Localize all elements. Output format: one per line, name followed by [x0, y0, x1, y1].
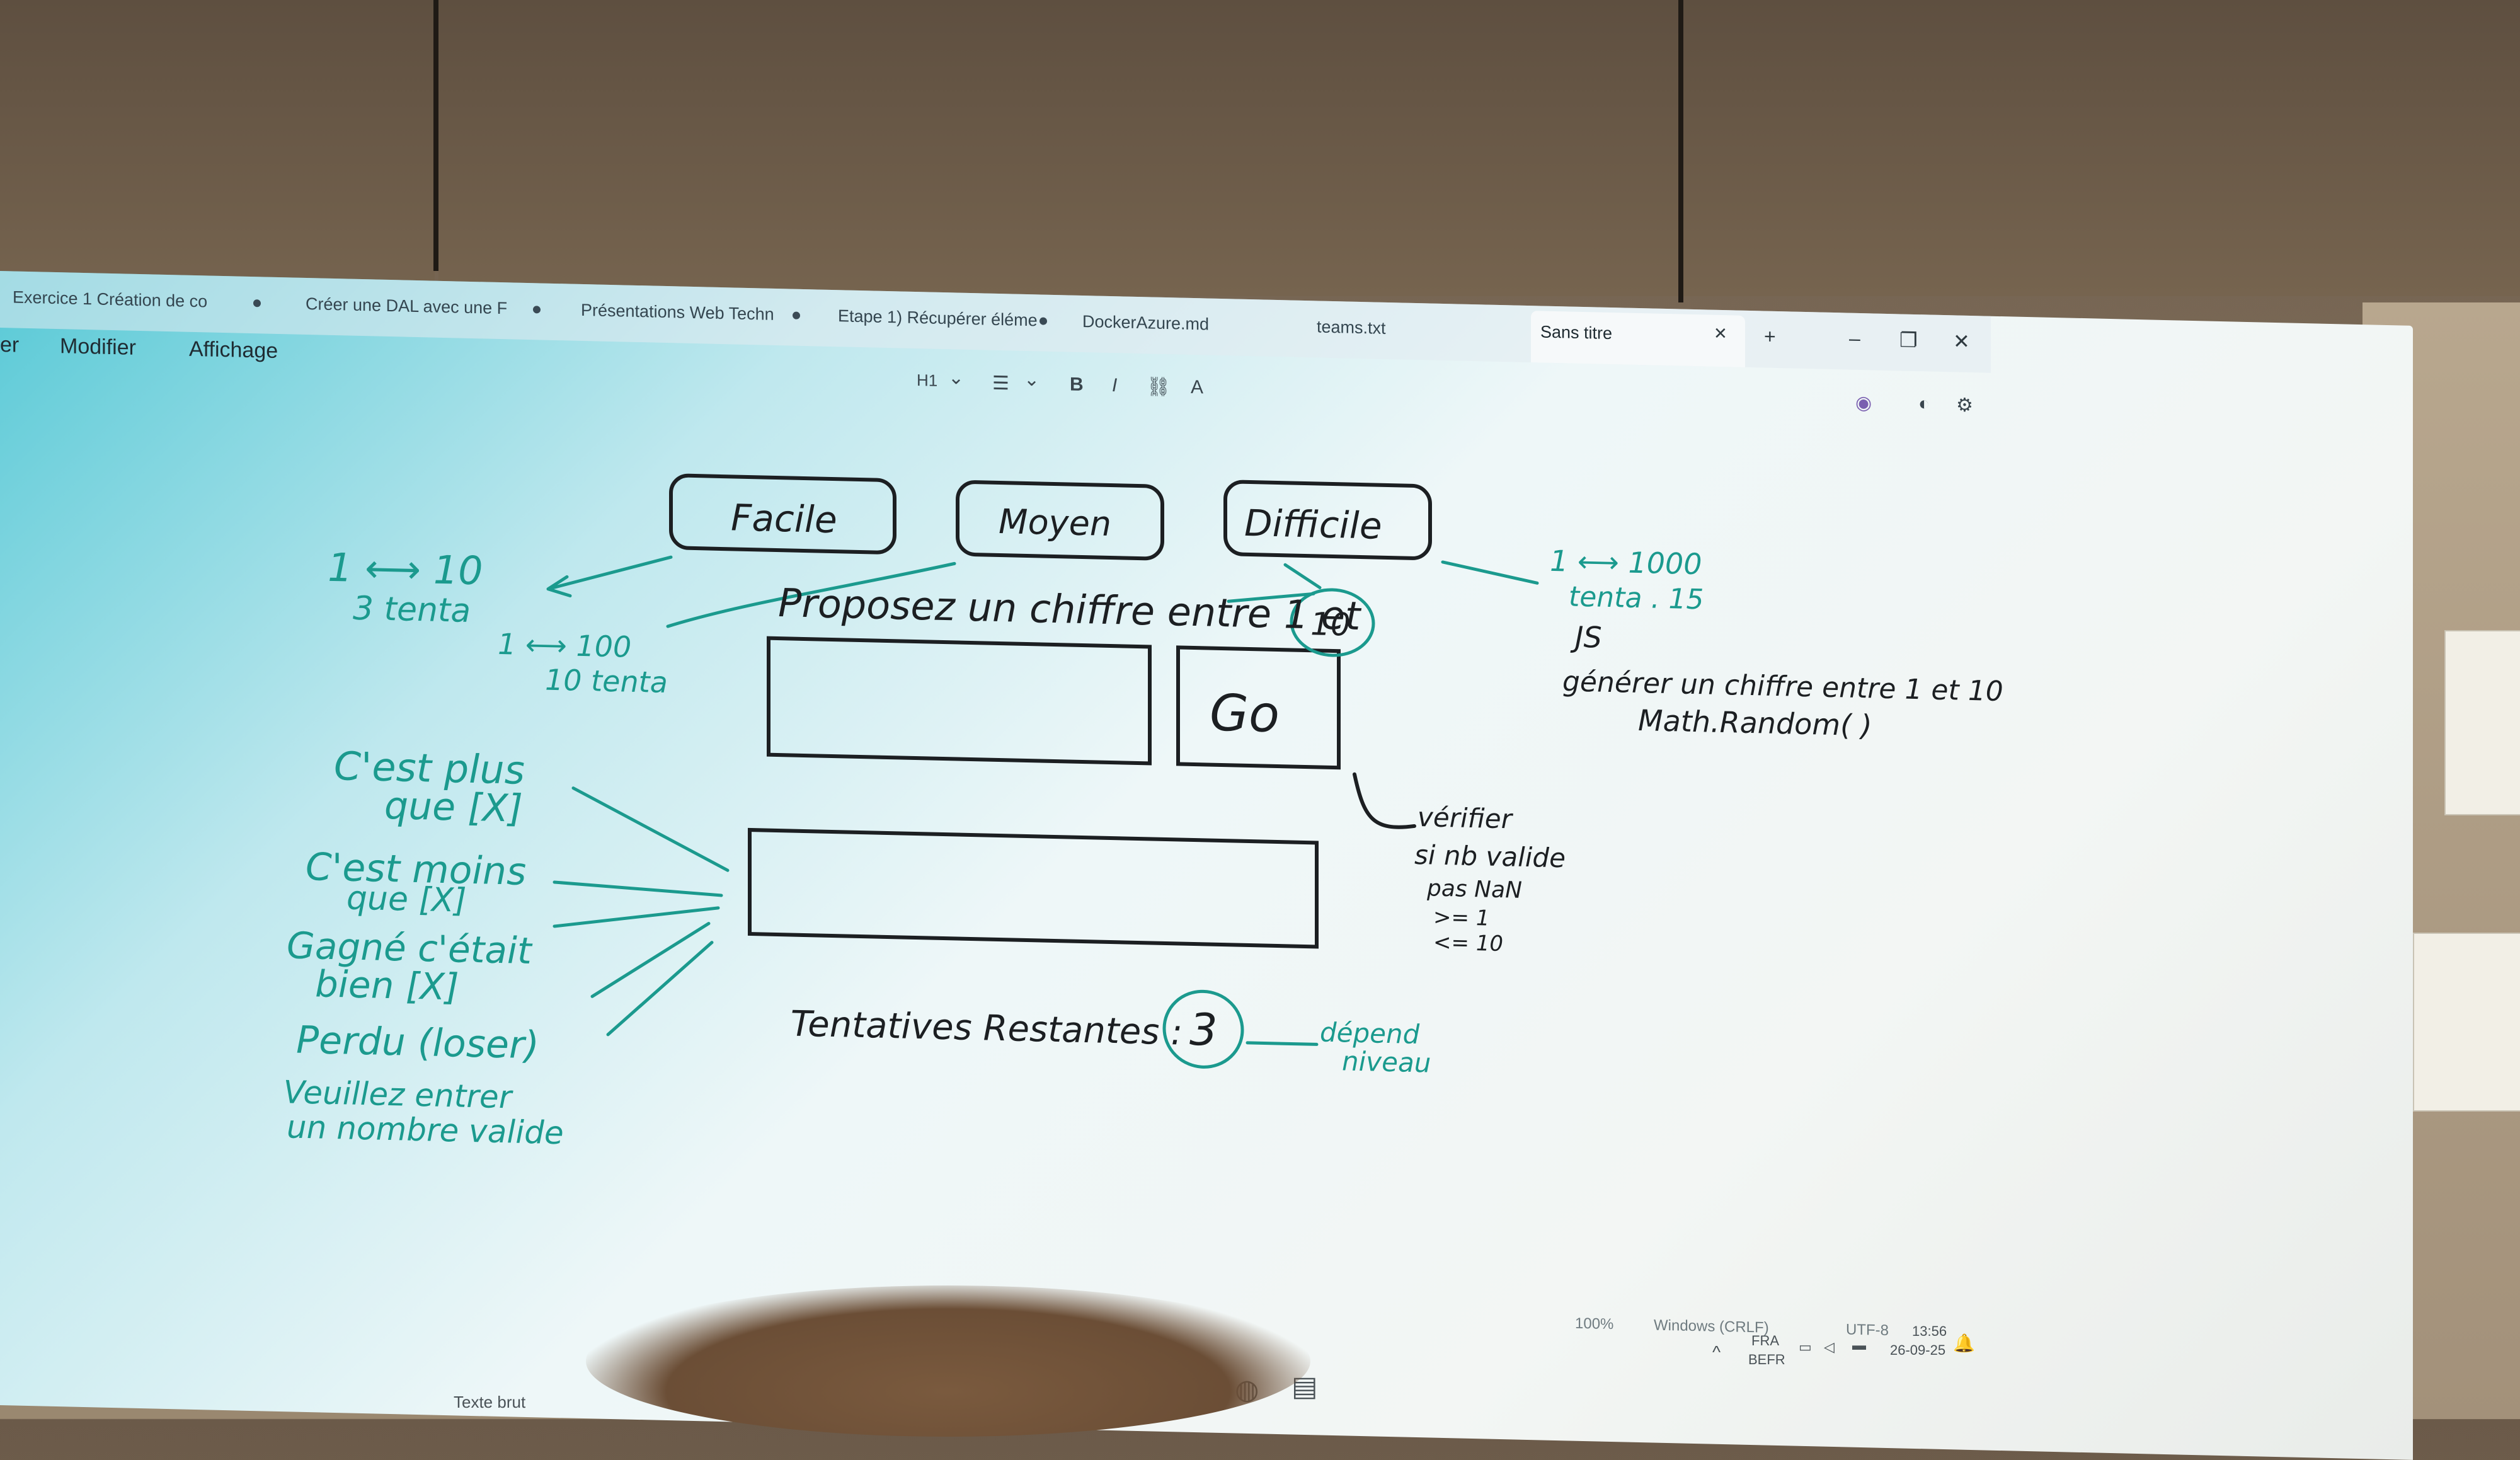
message-arrow-3: [553, 906, 720, 928]
msg-less-1: C'est moins: [306, 845, 526, 894]
msg-more-1: C'est plus: [334, 743, 525, 793]
verify-nan-note: pas NaN: [1426, 875, 1522, 903]
keyboard-layout[interactable]: BEFR: [1748, 1352, 1785, 1367]
depends-note-2: niveau: [1342, 1045, 1431, 1078]
js-random-note: Math.Random( ): [1638, 703, 1872, 742]
prompt-max: 10: [1310, 606, 1351, 643]
message-arrow-1: [571, 786, 730, 872]
msg-invalid-1: Veuillez entrer: [284, 1074, 514, 1115]
medium-tries-note: 10 tenta: [545, 663, 668, 699]
medium-arrow: [666, 561, 956, 628]
presenter-hand: [586, 1285, 1310, 1437]
wall-panel-left: [0, 0, 435, 296]
hard-range-note: 1 ⟷ 1000: [1550, 544, 1702, 581]
notification-icon[interactable]: 🔔: [1953, 1333, 1975, 1353]
easy-button-outline: [669, 473, 896, 555]
msg-lose: Perdu (loser): [296, 1018, 539, 1068]
js-generate-note: générer un chiffre entre 1 et 10: [1562, 665, 2003, 708]
wall-seam: [433, 0, 438, 271]
hard-tries-note: tenta . 15: [1569, 581, 1704, 616]
clock-time[interactable]: 13:56: [1912, 1323, 1947, 1339]
message-box-outline: [748, 827, 1319, 949]
go-button-outline: [1176, 645, 1341, 770]
depends-note-1: dépend: [1320, 1017, 1420, 1050]
message-arrow-2: [553, 880, 723, 897]
prompt-text: Proposez un chiffre entre 1 et: [778, 580, 1362, 639]
max-circle: [1290, 588, 1375, 657]
msg-less-2: que [X]: [346, 879, 467, 919]
language-code[interactable]: FRA: [1751, 1333, 1779, 1348]
js-note: JS: [1570, 620, 1602, 655]
easy-tries-note: 3 tenta: [353, 590, 471, 630]
medium-button-outline: [956, 480, 1164, 561]
verify-arrow: [1353, 772, 1416, 829]
medium-range-note: 1 ⟷ 100: [498, 627, 631, 664]
status-format[interactable]: Texte brut: [454, 1393, 526, 1411]
battery-icon[interactable]: ▬: [1852, 1337, 1866, 1353]
easy-range-note: 1 ⟷ 10: [328, 544, 483, 594]
wall-notice: [2413, 933, 2520, 1112]
depends-arrow: [1246, 1041, 1319, 1046]
wall-panel-middle: [438, 0, 1680, 296]
wifi-icon[interactable]: ▭: [1799, 1339, 1812, 1355]
message-arrow-4: [590, 922, 711, 998]
attempts-circle: [1162, 989, 1244, 1069]
hard-button-label: Difficile: [1244, 502, 1382, 548]
whiteboard-sketch: Facile Moyen Difficile Proposez un chiff…: [284, 473, 2003, 1151]
easy-arrow: [546, 555, 673, 598]
attempts-value: 3: [1189, 1004, 1218, 1056]
wall-seam: [1678, 0, 1683, 302]
verify-ge-note: >= 1: [1433, 905, 1489, 931]
verify-le-note: <= 10: [1433, 930, 1503, 957]
hard-button-outline: [1223, 480, 1432, 560]
msg-win-1: Gagné c'était: [287, 924, 533, 972]
guess-input-outline: [767, 636, 1152, 766]
easy-button-label: Facile: [731, 496, 837, 541]
max-arrow: [1227, 563, 1322, 603]
status-zoom[interactable]: 100%: [1575, 1314, 1614, 1333]
verify-valid-note: si nb valide: [1414, 839, 1566, 873]
hard-arrow: [1441, 560, 1539, 585]
go-button-label: Go: [1210, 684, 1280, 744]
chevron-up-icon[interactable]: ^: [1712, 1342, 1721, 1362]
clock-date[interactable]: 26-09-25: [1890, 1342, 1946, 1358]
message-arrow-5: [606, 941, 714, 1037]
medium-button-label: Moyen: [999, 502, 1111, 544]
msg-win-2: bien [X]: [315, 962, 459, 1008]
msg-more-2: que [X]: [384, 784, 523, 831]
wall-panel-right: [1683, 0, 2520, 296]
wall-notice: [2444, 630, 2520, 815]
projected-screen: Exercice 1 Création de co Créer une DAL …: [0, 271, 2413, 1460]
attempts-label: Tentatives Restantes :: [791, 1003, 1183, 1053]
verify-note: vérifier: [1418, 802, 1514, 834]
volume-icon[interactable]: ◁: [1824, 1339, 1835, 1355]
msg-invalid-2: un nombre valide: [287, 1108, 564, 1151]
